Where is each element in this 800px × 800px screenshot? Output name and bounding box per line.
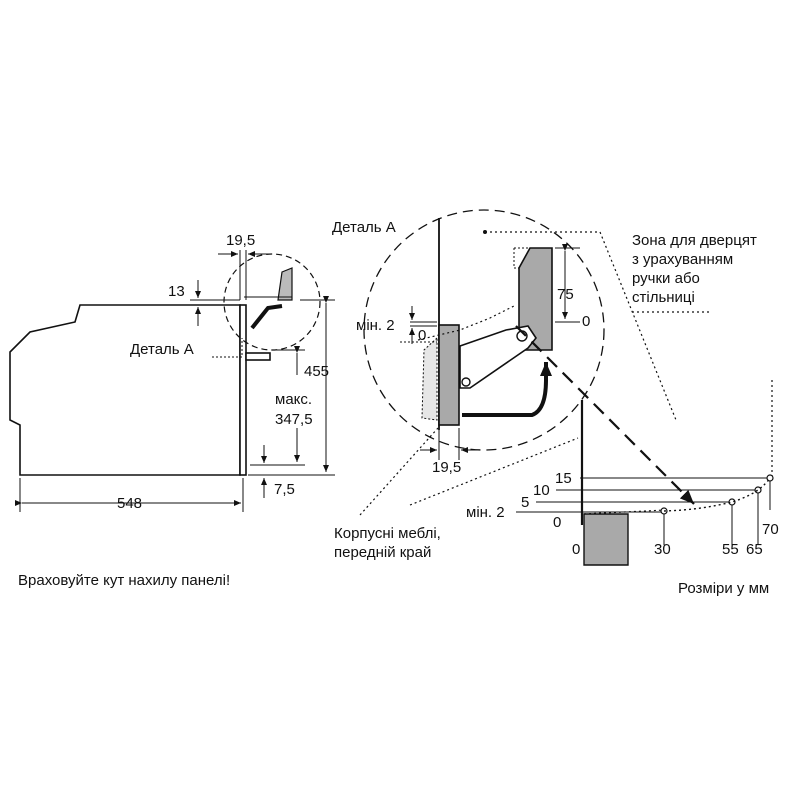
dim-347-5: 347,5: [275, 411, 313, 428]
chart-x-55: 55: [722, 541, 739, 558]
dim-7-5: 7,5: [274, 481, 295, 498]
detail-dimensions: [400, 244, 580, 460]
dim-548: 548: [117, 495, 142, 512]
dim-75: 75: [557, 286, 574, 303]
detail-a-circle: [223, 253, 321, 351]
dim-19-5-left: 19,5: [226, 232, 255, 249]
mini-hinge: [277, 267, 293, 301]
clearance-chart: [515, 325, 774, 566]
hinge-bracket: [518, 247, 553, 351]
detail-circle-large: [363, 209, 605, 451]
chart-y-0: 0: [553, 514, 561, 531]
front-panel: [239, 304, 247, 476]
chart-x-70: 70: [762, 521, 779, 538]
chart-x-30: 30: [654, 541, 671, 558]
handle-bar: [245, 352, 271, 361]
side-view: [9, 253, 321, 476]
dim-19-5-detail: 19,5: [432, 459, 461, 476]
dim-0-detail-right: 0: [582, 313, 590, 330]
cabinet-block: [583, 513, 629, 566]
furniture-note-line2: передній край: [334, 544, 431, 561]
chart-x-65: 65: [746, 541, 763, 558]
furniture-leaders: [359, 427, 579, 516]
dim-455: 455: [304, 363, 329, 380]
chart-y-min2: мін. 2: [466, 504, 505, 521]
chart-y-15: 15: [555, 470, 572, 487]
rotation-arrow: [462, 362, 552, 417]
zone-note-line1: Зона для дверцят: [632, 232, 757, 249]
chart-x-0: 0: [572, 541, 580, 558]
door-zone: [421, 336, 438, 421]
detail-a-view: [363, 209, 677, 451]
detail-a-title: Деталь А: [332, 219, 396, 236]
detail-a-label-left: Деталь А: [130, 341, 194, 358]
zone-note-line3: ручки або: [632, 270, 700, 287]
dim-max-label: макс.: [275, 391, 312, 408]
dim-min2-detail: мін. 2: [356, 317, 395, 334]
detail-front-panel: [438, 324, 460, 426]
dim-0-detail-left: 0: [418, 327, 426, 344]
furniture-note-line1: Корпусні меблі,: [334, 525, 441, 542]
tilt-note: Враховуйте кут нахилу панелі!: [18, 572, 230, 589]
zone-note-line2: з урахуванням: [632, 251, 733, 268]
units-note: Розміри у мм: [678, 580, 769, 597]
side-dimensions: [15, 250, 335, 512]
dim-13: 13: [168, 283, 185, 300]
zone-note-line4: стільниці: [632, 289, 695, 306]
chart-y-10: 10: [533, 482, 550, 499]
chart-y-5: 5: [521, 494, 529, 511]
appliance-outline: [9, 304, 241, 476]
